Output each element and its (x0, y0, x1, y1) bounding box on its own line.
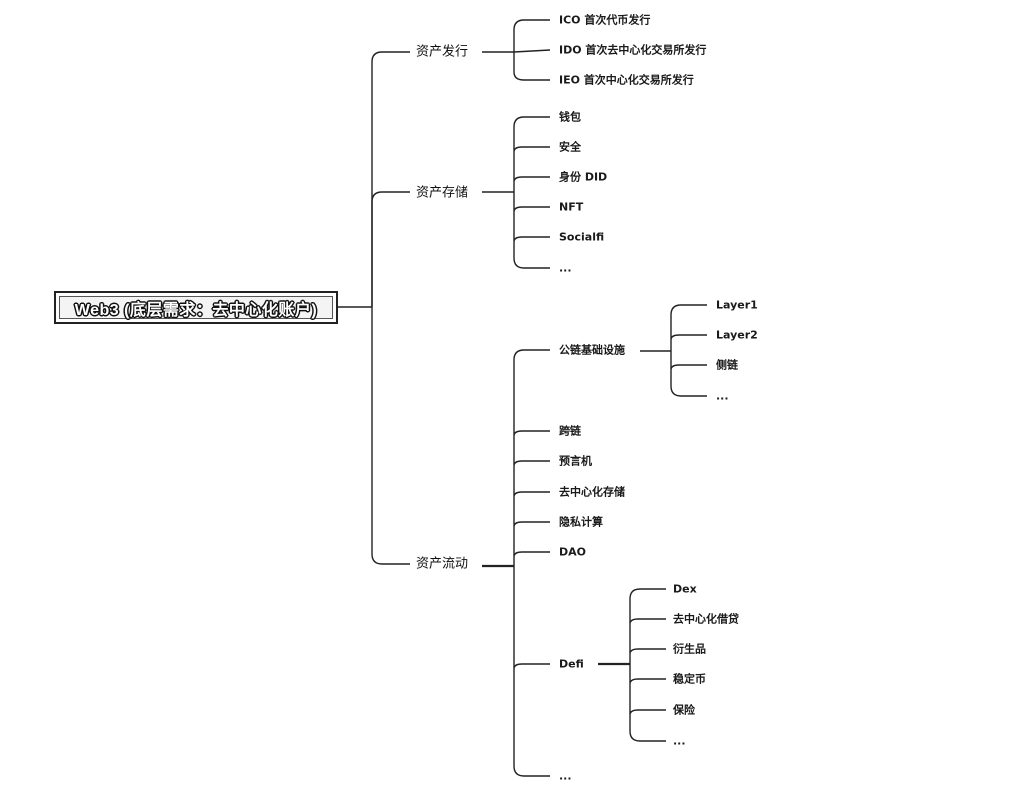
node-ido[interactable]: IDO 首次去中心化交易所发行 (559, 43, 707, 57)
node-derivatives[interactable]: 衍生品 (673, 642, 706, 656)
node-security[interactable]: 安全 (559, 140, 581, 154)
root-label: Web3 (底层需求：去中心化账户) (74, 301, 318, 319)
node-infra[interactable]: 公链基础设施 (559, 343, 625, 357)
node-dao[interactable]: DAO (559, 545, 586, 559)
node-dstorage[interactable]: 去中心化存储 (559, 485, 625, 499)
node-ico[interactable]: ICO 首次代币发行 (559, 13, 651, 27)
branch-storage[interactable]: 资产存储 (416, 185, 469, 201)
node-oracle[interactable]: 预言机 (559, 454, 592, 468)
node-insurance[interactable]: 保险 (673, 703, 695, 717)
node-defi-more[interactable]: ... (673, 734, 686, 748)
node-lending[interactable]: 去中心化借贷 (673, 612, 739, 626)
connector-storage-spine (513, 116, 550, 269)
connector-flow-spine (513, 349, 550, 777)
node-privacy[interactable]: 隐私计算 (559, 515, 603, 529)
branch-issuance[interactable]: 资产发行 (416, 44, 469, 60)
node-dex[interactable]: Dex (673, 582, 697, 596)
node-socialfi[interactable]: Socialfi (559, 230, 605, 244)
root-node[interactable]: Web3 (底层需求：去中心化账户) (54, 291, 338, 324)
node-layer1[interactable]: Layer1 (716, 298, 758, 312)
connector-root-flow (371, 307, 410, 565)
node-flow-more[interactable]: ... (559, 769, 572, 783)
node-sidechain[interactable]: 侧链 (716, 358, 738, 372)
node-storage-more[interactable]: ... (559, 261, 572, 275)
node-nft[interactable]: NFT (559, 200, 584, 214)
node-layer2[interactable]: Layer2 (716, 328, 758, 342)
branch-flow[interactable]: 资产流动 (416, 556, 469, 572)
node-wallet[interactable]: 钱包 (559, 110, 581, 124)
node-defi[interactable]: Defi (559, 657, 584, 671)
node-stablecoin[interactable]: 稳定币 (673, 672, 706, 686)
node-crosschain[interactable]: 跨链 (559, 424, 581, 438)
connector-root-issuance (371, 51, 410, 307)
connector-infra-spine (670, 304, 707, 397)
node-did[interactable]: 身份 DID (559, 170, 608, 184)
connector-issuance-spine (513, 19, 551, 81)
connector-defi-spine (629, 588, 666, 742)
connector-root-storage (371, 191, 410, 307)
node-ieo[interactable]: IEO 首次中心化交易所发行 (559, 73, 694, 87)
node-infra-more[interactable]: ... (716, 389, 729, 403)
